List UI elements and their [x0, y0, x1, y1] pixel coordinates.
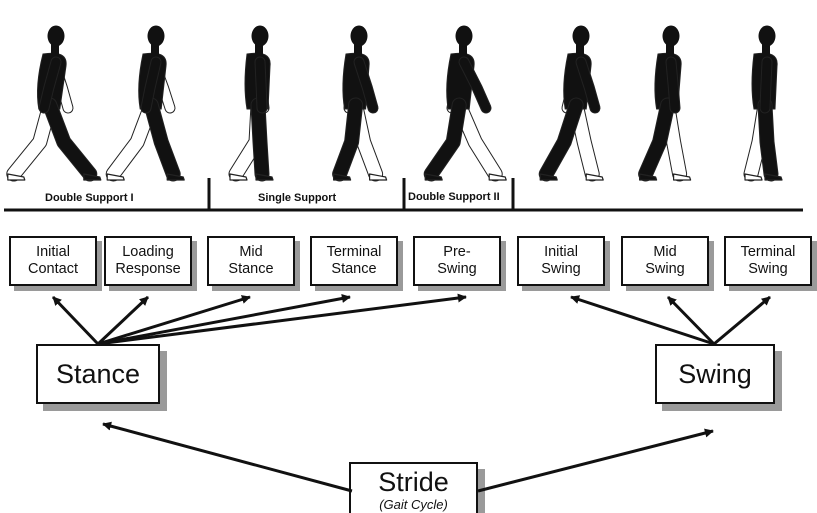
support-divider-lines	[4, 178, 803, 212]
swing-box: Swing	[655, 344, 775, 404]
arrow-swing-to-mid-swing	[666, 295, 716, 346]
walking-figure	[228, 25, 274, 182]
walking-figure	[105, 25, 185, 182]
phase-label-line1: Terminal	[740, 244, 796, 260]
phase-label-line1: Loading	[122, 244, 174, 260]
stride-label: Stride	[378, 467, 449, 497]
phase-box-terminal-swing: Terminal Swing	[724, 236, 812, 286]
arrow-stance-to-loading-response	[96, 295, 150, 346]
walking-figures	[6, 25, 783, 182]
phase-label-line2: Swing	[541, 261, 581, 277]
stance-box: Stance	[36, 344, 160, 404]
phase-label-line2: Response	[115, 261, 181, 277]
phase-label-line2: Swing	[437, 261, 477, 277]
stride-box: Stride (Gait Cycle)	[349, 462, 478, 513]
walking-figure	[743, 25, 783, 182]
swing-label: Swing	[678, 358, 752, 389]
phase-label-line1: Initial	[544, 244, 578, 260]
arrow-stance-to-initial-contact	[51, 295, 100, 346]
phase-box-pre-swing: Pre- Swing	[413, 236, 501, 286]
phase-label-line2: Swing	[645, 261, 685, 277]
walking-figure	[538, 25, 604, 182]
phase-box-mid-stance: Mid Stance	[207, 236, 295, 286]
support-label-double-support-1: Double Support I	[45, 192, 134, 204]
arrow-swing-to-initial-swing	[570, 295, 715, 346]
phase-label-line1: Pre-	[443, 244, 471, 260]
arrow-stride-to-stance	[102, 421, 353, 493]
walking-figure	[638, 25, 692, 182]
arrow-swing-to-terminal-swing	[713, 295, 771, 346]
arrow-stance-to-pre-swing	[97, 293, 467, 346]
walking-figure	[332, 25, 388, 182]
support-label-double-support-2: Double Support II	[408, 191, 500, 203]
phase-label-line2: Swing	[748, 261, 788, 277]
phase-label-line1: Terminal	[326, 244, 382, 260]
arrow-stance-to-terminal-stance	[97, 294, 351, 346]
phase-label-line2: Contact	[28, 261, 78, 277]
phase-box-terminal-stance: Terminal Stance	[310, 236, 398, 286]
stance-label: Stance	[55, 358, 141, 389]
phase-label-line2: Stance	[331, 261, 377, 277]
arrow-stride-to-swing	[477, 428, 714, 493]
phase-label-line1: Mid	[653, 244, 677, 260]
phase-box-initial-swing: Initial Swing	[517, 236, 605, 286]
walking-figure	[423, 25, 507, 182]
stride-sublabel: (Gait Cycle)	[379, 497, 448, 512]
phase-box-loading-response: Loading Response	[104, 236, 192, 286]
walking-figure	[6, 25, 102, 182]
phase-label-line1: Initial	[36, 244, 70, 260]
phase-box-initial-contact: Initial Contact	[9, 236, 97, 286]
phase-label-line2: Stance	[228, 261, 274, 277]
phase-box-mid-swing: Mid Swing	[621, 236, 709, 286]
support-label-single-support: Single Support	[258, 192, 337, 204]
arrow-stance-to-mid-stance	[97, 295, 251, 346]
phase-label-line1: Mid	[239, 244, 263, 260]
